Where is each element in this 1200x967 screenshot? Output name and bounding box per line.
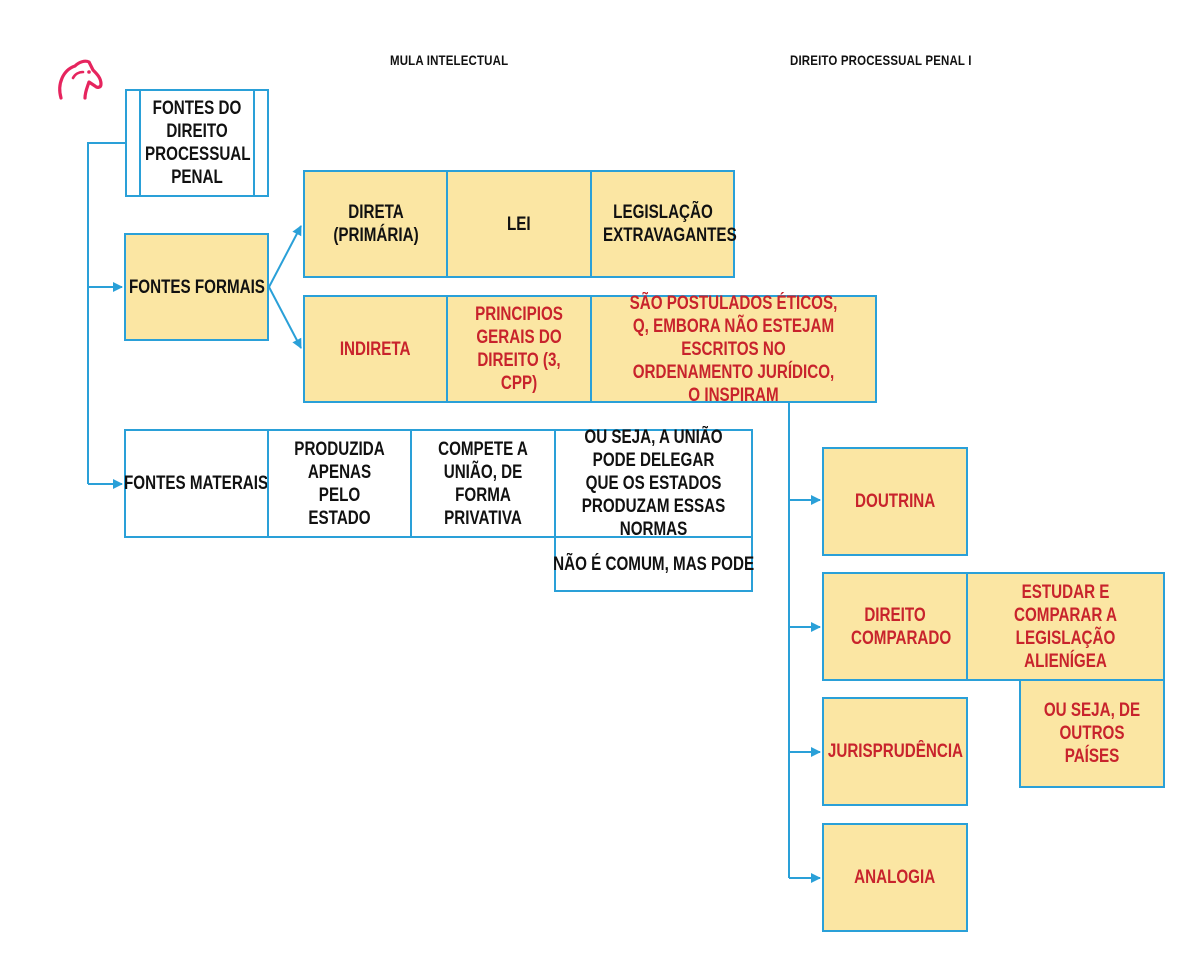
horse-head-icon: [58, 59, 103, 100]
fontes-formais-label: FONTES FORMAIS: [128, 276, 265, 298]
fontes-materiais-box: FONTES MATERAIS: [124, 429, 269, 538]
direta-box: DIRETA (PRIMÁRIA): [303, 170, 448, 278]
direito-comparado-box: DIREITO COMPARADO: [822, 572, 968, 681]
produzida-box: PRODUZIDA APENAS PELO ESTADO: [267, 429, 412, 538]
jurisprudencia-box: JURISPRUDÊNCIA: [822, 697, 968, 806]
postulados-box: SÃO POSTULADOS ÉTICOS, Q, EMBORA NÃO EST…: [590, 293, 877, 406]
indireta-label: INDIRETA: [340, 338, 411, 360]
doutrina-label: DOUTRINA: [854, 491, 936, 512]
brand-title: MULA INTELECTUAL: [390, 52, 509, 68]
postulados-label: SÃO POSTULADOS ÉTICOS, Q, EMBORA NÃO EST…: [629, 292, 838, 406]
jurisprudencia-label: JURISPRUDÊNCIA: [827, 741, 963, 762]
direta-label: DIRETA (PRIMÁRIA): [332, 202, 419, 246]
nao-comum-box: NÃO É COMUM, MAS PODE: [553, 536, 755, 592]
legislacao-extravagantes-box: LEGISLAÇÃO EXTRAVAGANTES: [590, 170, 737, 278]
nao-comum-label: NÃO É COMUM, MAS PODE: [553, 553, 755, 575]
lei-box: LEI: [446, 170, 592, 278]
delegar-box: OU SEJA, A UNIÃO PODE DELEGAR QUE OS EST…: [554, 427, 753, 540]
estudar-comparar-label: ESTUDAR E COMPARAR A LEGISLAÇÃO ALIENÍGE…: [1013, 581, 1118, 672]
legislacao-extravagantes-label: LEGISLAÇÃO EXTRAVAGANTES: [602, 202, 737, 246]
root-box: FONTES DO DIREITO PROCESSUAL PENAL: [125, 89, 269, 197]
root-label: FONTES DO DIREITO PROCESSUAL PENAL: [145, 98, 251, 188]
principios-box: PRINCIPIOS GERAIS DO DIREITO (3, CPP): [446, 295, 592, 403]
estudar-comparar-box: ESTUDAR E COMPARAR A LEGISLAÇÃO ALIENÍGE…: [966, 572, 1165, 681]
produzida-label: PRODUZIDA APENAS PELO ESTADO: [294, 438, 385, 529]
indireta-box: INDIRETA: [303, 295, 448, 403]
direito-comparado-label: DIREITO COMPARADO: [851, 604, 952, 649]
lei-label: LEI: [507, 213, 531, 235]
compete-label: COMPETE A UNIÃO, DE FORMA PRIVATIVA: [438, 438, 528, 529]
delegar-label: OU SEJA, A UNIÃO PODE DELEGAR QUE OS EST…: [581, 427, 726, 540]
outros-paises-label: OU SEJA, DE OUTROS PAÍSES: [1043, 700, 1141, 767]
principios-label: PRINCIPIOS GERAIS DO DIREITO (3, CPP): [475, 304, 563, 394]
fontes-materiais-label: FONTES MATERAIS: [124, 473, 269, 494]
outros-paises-box: OU SEJA, DE OUTROS PAÍSES: [1019, 679, 1165, 788]
compete-box: COMPETE A UNIÃO, DE FORMA PRIVATIVA: [410, 429, 556, 538]
doutrina-box: DOUTRINA: [822, 447, 968, 556]
analogia-label: ANALOGIA: [854, 867, 936, 888]
analogia-box: ANALOGIA: [822, 823, 968, 932]
fontes-formais-box: FONTES FORMAIS: [124, 233, 269, 341]
subject-title: DIREITO PROCESSUAL PENAL I: [790, 52, 972, 68]
